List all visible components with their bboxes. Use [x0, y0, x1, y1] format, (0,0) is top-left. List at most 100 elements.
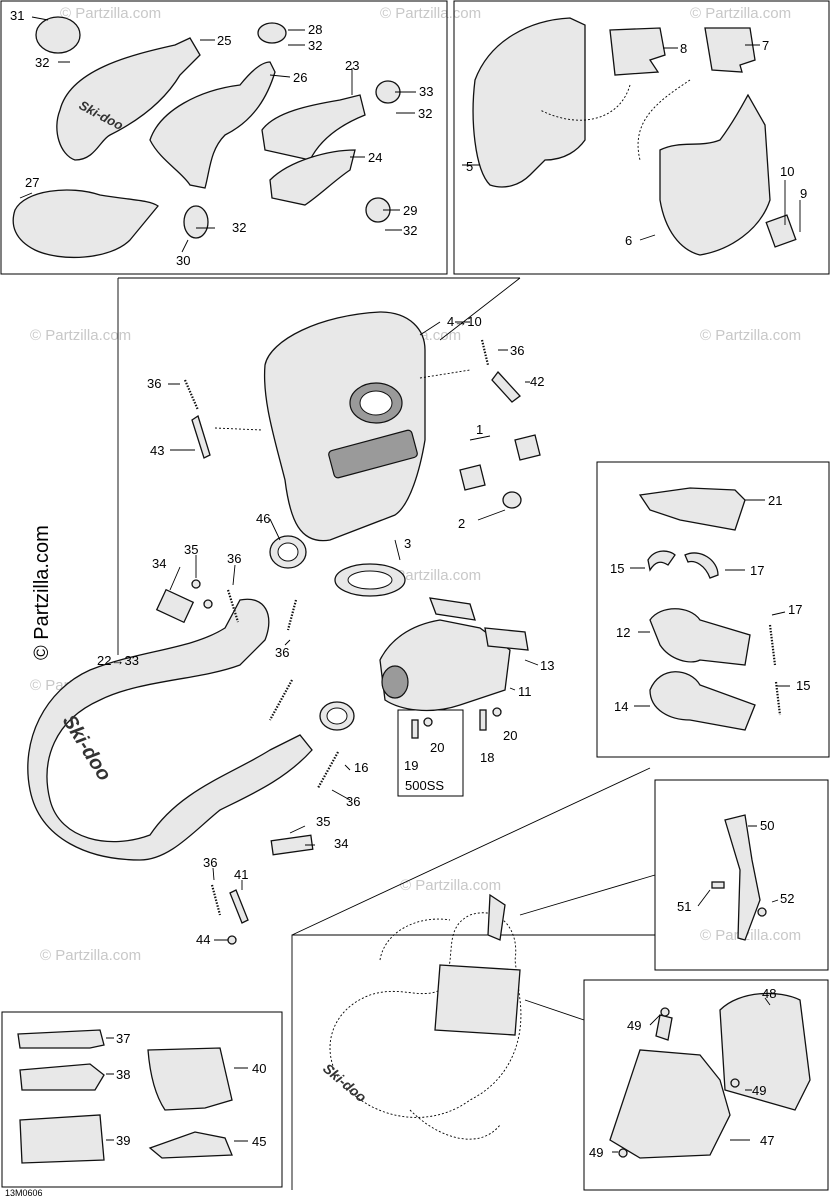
- grommet-2: [502, 491, 522, 509]
- bracket-41: [229, 889, 249, 924]
- label-34-a: 34: [152, 556, 166, 571]
- pads-leaders: [106, 1037, 248, 1142]
- label-32-d: 32: [232, 220, 246, 235]
- label-50: 50: [760, 818, 774, 833]
- label-20-a: 20: [430, 740, 444, 755]
- ring-31: [35, 16, 81, 54]
- top-right-dashed: [539, 79, 691, 161]
- nut-44: [227, 935, 237, 945]
- watermark-9: © Partzilla.com: [40, 947, 141, 964]
- heat-shield-5: [472, 17, 586, 188]
- label-35-b: 35: [316, 814, 330, 829]
- label-36-c: 36: [227, 551, 241, 566]
- label-1: 1: [476, 422, 483, 437]
- pipe-26: [149, 61, 276, 189]
- label-36-b: 36: [510, 343, 524, 358]
- label-6: 6: [625, 233, 632, 248]
- nut-52: [757, 907, 767, 917]
- muffler-25: [56, 37, 201, 161]
- seal-16-hole: [326, 707, 348, 725]
- tuned-pipe-parts: Ski-doo 34 35 36 36 22→33 16 36 35 34 36…: [27, 542, 368, 947]
- spring-36-c: [226, 589, 240, 623]
- label-37: 37: [116, 1031, 130, 1046]
- nut-49-c: [618, 1148, 628, 1158]
- seal-3-hole: [347, 570, 393, 590]
- gasket-13-a: [429, 597, 476, 621]
- pad-7: [704, 27, 756, 73]
- top-right-parts: 8 7 5 6 10 9: [462, 17, 807, 256]
- box-pads: [1, 1011, 283, 1188]
- label-31: 31: [10, 8, 24, 23]
- label-29: 29: [403, 203, 417, 218]
- top-left-parts: Ski-doo 31 32 25 28 32 26 23 33 32 24 27…: [10, 8, 433, 268]
- label-11: 11: [518, 684, 532, 699]
- label-14: 14: [614, 699, 628, 714]
- box-right-mid: [596, 461, 830, 758]
- label-44: 44: [196, 932, 210, 947]
- spring-36-f: [317, 751, 339, 789]
- manifold-11: [379, 619, 511, 712]
- label-13: 13: [540, 658, 554, 673]
- spring-36-b: [480, 339, 490, 366]
- label-7: 7: [762, 38, 769, 53]
- label-34-b: 34: [334, 836, 348, 851]
- washer-20-b: [492, 707, 502, 717]
- spring-36-a: [183, 379, 200, 411]
- muffler-housing: [263, 311, 426, 542]
- shield-24: [269, 149, 356, 206]
- heat-shield-50: [724, 814, 761, 941]
- label-38: 38: [116, 1067, 130, 1082]
- label-18: 18: [480, 750, 494, 765]
- pad-39: [19, 1114, 105, 1164]
- nut-35-b: [203, 599, 213, 609]
- screw-18: [479, 709, 487, 731]
- center-leaders: [168, 321, 530, 561]
- label-26: 26: [293, 70, 307, 85]
- label-500ss: 500SS: [405, 778, 444, 793]
- shield-14: [649, 671, 756, 731]
- nut-35-a: [191, 579, 201, 589]
- spring-15: [774, 681, 782, 716]
- lower-assembly-pipe: [329, 912, 522, 1118]
- label-27: 27: [25, 175, 39, 190]
- label-17-a: 17: [750, 563, 764, 578]
- shield-12: [649, 608, 751, 666]
- label-36-d: 36: [275, 645, 289, 660]
- screw-19: [411, 719, 419, 739]
- nut-49-b: [730, 1078, 740, 1088]
- bracket-34-a: [155, 588, 195, 624]
- spring-36-d: [286, 599, 298, 631]
- center-dashed: [214, 369, 471, 431]
- label-3: 3: [404, 536, 411, 551]
- label-15-a: 15: [610, 561, 624, 576]
- heat-shield-box-parts: 50 51 52: [677, 814, 794, 941]
- bracket-42: [491, 370, 521, 403]
- label-32-c: 32: [418, 106, 432, 121]
- spring-36-e: [269, 679, 293, 721]
- partzilla-copyright: © Partzilla.com: [31, 525, 53, 660]
- label-49-b: 49: [752, 1083, 766, 1098]
- pads-box-parts: 37 38 39 40 45: [17, 1029, 266, 1164]
- muffler-grommets: [328, 429, 418, 479]
- box-top-right: [453, 0, 830, 275]
- label-20-b: 20: [503, 728, 517, 743]
- manifold-port: [381, 665, 409, 699]
- brackets-box-parts: 48 49 49 47 49: [589, 986, 811, 1160]
- watermark-1: © Partzilla.com: [60, 5, 161, 22]
- tube-23: [261, 94, 366, 161]
- clamp-17: [684, 552, 719, 579]
- watermark-4: © Partzilla.com: [30, 327, 131, 344]
- bracket-43: [191, 414, 211, 459]
- ring-15: [647, 550, 676, 572]
- grommet-1b: [514, 434, 541, 461]
- nut-49-a: [660, 1007, 670, 1017]
- watermark-6: © Partzilla.com: [700, 327, 801, 344]
- label-8: 8: [680, 41, 687, 56]
- frame-center: [117, 277, 521, 655]
- ring-30: [183, 205, 209, 239]
- label-39: 39: [116, 1133, 130, 1148]
- right-mid-parts: 21 15 17 17 12 15 14: [610, 487, 810, 731]
- pad-45: [148, 1131, 233, 1159]
- washer-20-a: [423, 717, 433, 727]
- heat-shield-48: [719, 992, 811, 1111]
